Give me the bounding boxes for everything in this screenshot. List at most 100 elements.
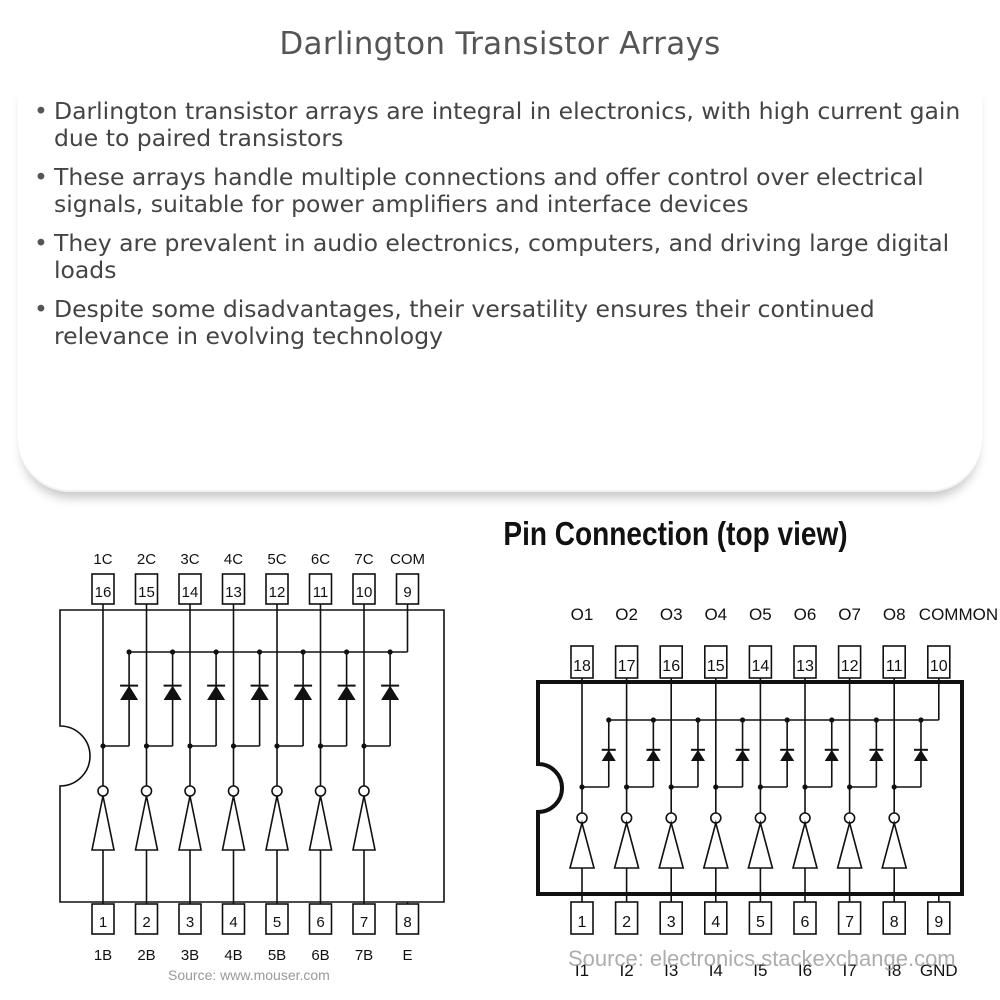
- bottom-pin-box: [395, 903, 420, 935]
- top-pin-label: O8: [883, 605, 906, 624]
- bottom-pin-number: 1: [578, 914, 587, 931]
- bottom-pin-number: 1: [99, 914, 107, 931]
- top-pin-number: 14: [182, 584, 199, 601]
- bottom-pin-box: [134, 903, 159, 935]
- diode-symbol: [601, 749, 616, 761]
- top-pin-number: 12: [269, 584, 286, 601]
- junction-dot: [213, 649, 219, 655]
- diode-symbol: [869, 749, 884, 761]
- inverter-bubble: [271, 785, 283, 797]
- top-pin-label: COM: [390, 551, 425, 568]
- bottom-pin-number: 8: [403, 914, 411, 931]
- junction-dot: [829, 717, 835, 723]
- diode-symbol: [163, 685, 182, 700]
- bottom-pin-label: 6B: [311, 947, 329, 964]
- junction-dot: [606, 717, 612, 723]
- bottom-pin-box: [704, 901, 728, 935]
- bottom-pin-box: [882, 901, 907, 935]
- bottom-pin-number: 5: [756, 914, 765, 931]
- top-pin-number: 13: [796, 658, 814, 675]
- diode-symbol: [337, 685, 356, 700]
- bullet-item: These arrays handle multiple connections…: [34, 164, 964, 217]
- inverter-triangle: [352, 795, 376, 851]
- top-pin-label: O7: [838, 605, 861, 624]
- junction-dot: [387, 649, 393, 655]
- top-pin-number: 14: [752, 658, 770, 675]
- bottom-pin-label: I3: [664, 961, 678, 980]
- diode-symbol: [381, 685, 400, 700]
- top-pin-label: O4: [704, 605, 727, 624]
- inverter-triangle: [658, 819, 685, 869]
- bottom-pin-number: 6: [316, 914, 324, 931]
- inverter-triangle: [881, 819, 908, 869]
- bottom-pin-label: 2B: [137, 947, 155, 964]
- top-pin-label: O6: [794, 605, 817, 624]
- top-pin-label: O5: [749, 605, 772, 624]
- pin-connection-heading: Pin Connection (top view): [503, 516, 847, 553]
- bottom-pin-number: 7: [360, 914, 368, 931]
- diode-symbol: [207, 685, 226, 700]
- top-pin-label: 7C: [354, 551, 373, 568]
- top-pin-label: COMMON: [919, 605, 998, 624]
- top-pin-label: O2: [615, 605, 638, 624]
- top-pin-number: 9: [403, 584, 411, 601]
- diode-symbol: [780, 749, 795, 761]
- inverter-bubble: [97, 785, 109, 797]
- inverter-triangle: [747, 819, 774, 869]
- bullet-item: Darlington transistor arrays are integra…: [34, 98, 964, 151]
- top-pin-label: 2C: [137, 551, 156, 568]
- bottom-pin-label: I6: [798, 961, 812, 980]
- chip-body: [59, 609, 445, 903]
- bottom-pin-label: GND: [920, 961, 958, 980]
- inverter-triangle: [836, 819, 863, 869]
- diode-symbol: [120, 685, 139, 700]
- bottom-pin-number: 2: [622, 914, 631, 931]
- top-pin-label: 3C: [180, 551, 199, 568]
- bottom-pin-box: [793, 901, 817, 935]
- junction-dot: [126, 649, 132, 655]
- inverter-triangle: [134, 795, 159, 851]
- diode-symbol: [735, 749, 750, 761]
- junction-dot: [344, 649, 350, 655]
- bottom-pin-label: 4B: [224, 947, 242, 964]
- bottom-pin-box: [91, 903, 115, 935]
- bottom-pin-label: I5: [753, 961, 767, 980]
- inverter-triangle: [265, 795, 289, 851]
- inverter-triangle: [91, 795, 115, 851]
- inverter-bubble: [358, 785, 370, 797]
- top-pin-number: 13: [225, 584, 242, 601]
- top-pin-number: 16: [662, 658, 680, 675]
- top-pin-number: 12: [841, 658, 859, 675]
- diode-symbol: [690, 749, 705, 761]
- page-title: Darlington Transistor Arrays: [279, 26, 721, 62]
- bottom-pin-label: 7B: [355, 947, 373, 964]
- top-pin-number: 11: [886, 658, 903, 675]
- bullet-list: Darlington transistor arrays are integra…: [34, 98, 964, 362]
- junction-dot: [918, 717, 924, 723]
- bottom-pin-number: 4: [711, 914, 720, 931]
- bottom-pin-label: I2: [620, 961, 634, 980]
- junction-dot: [739, 717, 746, 723]
- chip-body: [536, 680, 964, 896]
- bottom-pin-box: [837, 901, 862, 935]
- bottom-pin-label: I8: [887, 961, 901, 980]
- top-pin-label: O1: [571, 605, 594, 624]
- top-pin-label: 1C: [93, 551, 112, 568]
- junction-dot: [784, 717, 790, 723]
- top-pin-number: 17: [618, 658, 636, 675]
- bottom-pin-label: I1: [575, 961, 589, 980]
- top-pin-number: 10: [930, 658, 948, 675]
- top-pin-number: 16: [95, 584, 112, 601]
- junction-dot: [257, 649, 263, 655]
- left-source-caption: Source: www.mouser.com: [168, 967, 330, 983]
- top-pin-number: 11: [313, 584, 329, 601]
- inverter-triangle: [178, 795, 202, 851]
- bottom-pin-number: 2: [142, 914, 150, 931]
- bottom-pin-box: [570, 901, 594, 935]
- inverter-triangle: [791, 819, 819, 869]
- bottom-pin-number: 4: [229, 914, 237, 931]
- right-source-caption: Source: electronics.stackexchange.com: [568, 946, 956, 971]
- inverter-triangle: [568, 819, 596, 869]
- junction-dot: [300, 649, 306, 655]
